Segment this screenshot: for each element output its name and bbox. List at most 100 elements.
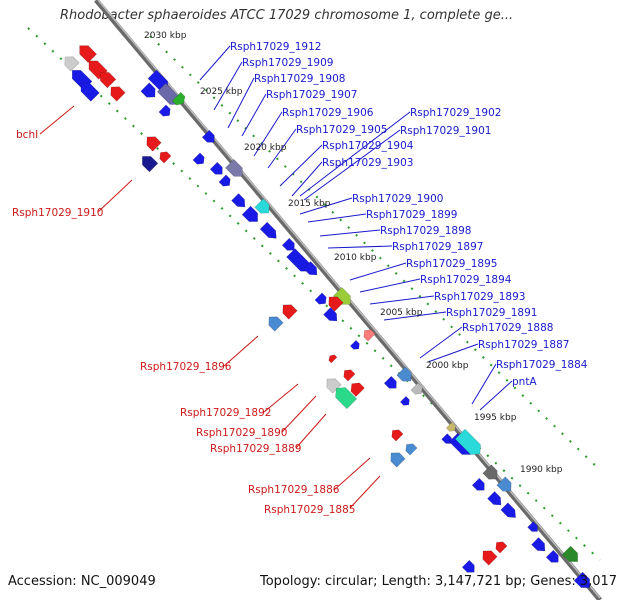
forward-gene-arrow[interactable] [201, 129, 218, 146]
forward-gene-arrow[interactable] [158, 104, 173, 119]
gene-label-forward[interactable]: Rsph17029_1893 [434, 291, 525, 303]
gene-label-forward[interactable]: Rsph17029_1908 [254, 73, 345, 85]
gene-label-reverse[interactable]: Rsph17029_1910 [12, 207, 103, 219]
forward-gene-arrow[interactable] [487, 491, 505, 509]
reverse-gene-arrow[interactable] [327, 353, 338, 364]
gene-features[interactable] [61, 41, 594, 592]
forward-gene-arrow[interactable] [323, 307, 341, 325]
forward-gene-arrow[interactable] [156, 82, 182, 108]
forward-gene-arrow[interactable] [410, 382, 425, 397]
gene-label-reverse[interactable]: Rsph17029_1890 [196, 427, 287, 439]
reverse-gene-arrow[interactable] [389, 427, 404, 442]
reverse-gene-arrow[interactable] [325, 293, 344, 312]
gene-label-forward[interactable]: Rsph17029_1902 [410, 107, 501, 119]
leader-line [39, 105, 75, 135]
forward-gene-arrow[interactable] [399, 395, 411, 407]
gene-label-forward[interactable]: Rsph17029_1905 [296, 124, 387, 136]
gene-label-forward[interactable]: Rsph17029_1891 [446, 307, 537, 319]
reverse-gene-arrow[interactable] [77, 79, 100, 102]
forward-gene-arrow[interactable] [349, 339, 361, 351]
scale-label: 2030 kbp [144, 31, 187, 41]
leader-line [349, 262, 407, 281]
forward-gene-arrow[interactable] [482, 464, 501, 483]
gene-label-reverse[interactable]: Rsph17029_1885 [264, 504, 355, 516]
forward-gene-arrow[interactable] [259, 221, 280, 242]
reverse-gene-arrow[interactable] [138, 152, 159, 173]
gene-label-forward[interactable]: Rsph17029_1904 [322, 140, 414, 152]
forward-gene-arrow[interactable] [500, 502, 519, 521]
gene-label-forward[interactable]: Rsph17029_1884 [496, 359, 588, 371]
forward-gene-arrow[interactable] [441, 433, 455, 447]
forward-gene-arrow[interactable] [445, 421, 457, 433]
gene-labels[interactable]: Rsph17029_1912Rsph17029_1909Rsph17029_19… [12, 41, 588, 516]
gene-label-forward[interactable]: Rsph17029_1887 [478, 339, 569, 351]
forward-gene-arrow[interactable] [471, 477, 488, 494]
forward-gene-arrow[interactable] [545, 549, 562, 566]
forward-gene-arrow[interactable] [303, 261, 321, 279]
forward-gene-arrow[interactable] [140, 82, 159, 101]
gene-label-reverse[interactable]: Rsph17029_1896 [140, 361, 232, 373]
forward-gene-arrow[interactable] [241, 205, 262, 226]
gene-label-forward[interactable]: pntA [512, 376, 537, 388]
reverse-gene-arrow[interactable] [323, 375, 342, 394]
forward-gene-arrow[interactable] [454, 428, 485, 459]
forward-gene-arrow[interactable] [192, 152, 207, 167]
reverse-gene-arrow[interactable] [143, 133, 162, 152]
gene-label-reverse[interactable]: Rsph17029_1886 [248, 484, 340, 496]
reverse-gene-arrow[interactable] [61, 53, 80, 72]
leader-line [241, 93, 267, 137]
forward-gene-arrow[interactable] [209, 161, 226, 178]
reverse-gene-arrow[interactable] [279, 301, 298, 320]
gene-label-reverse[interactable]: Rsph17029_1889 [210, 443, 301, 455]
forward-gene-arrow[interactable] [573, 571, 594, 592]
gene-label-forward[interactable]: Rsph17029_1888 [462, 322, 553, 334]
reverse-gene-arrow[interactable] [75, 41, 97, 63]
gene-label-forward[interactable]: Rsph17029_1909 [242, 57, 333, 69]
gene-label-forward[interactable]: Rsph17029_1906 [282, 107, 374, 119]
forward-gene-arrow[interactable] [171, 91, 188, 108]
forward-gene-arrow[interactable] [281, 237, 298, 254]
forward-gene-arrow[interactable] [461, 559, 478, 576]
forward-gene-arrow[interactable] [218, 174, 233, 189]
reverse-gene-arrow[interactable] [265, 313, 284, 332]
reverse-gene-arrow[interactable] [348, 380, 365, 397]
gene-label-reverse[interactable]: Rsph17029_1892 [180, 407, 271, 419]
forward-gene-arrow[interactable] [496, 476, 515, 495]
leader-line [263, 383, 299, 413]
reverse-gene-arrow[interactable] [107, 83, 126, 102]
forward-gene-arrow[interactable] [561, 545, 582, 566]
gene-label-forward[interactable]: Rsph17029_1895 [406, 258, 497, 270]
forward-gene-arrow[interactable] [231, 193, 249, 211]
gene-label-forward[interactable]: Rsph17029_1900 [352, 193, 443, 205]
forward-gene-arrow[interactable] [396, 366, 415, 385]
gene-label-forward[interactable]: Rsph17029_1899 [366, 209, 457, 221]
reverse-gene-arrow[interactable] [361, 327, 376, 342]
gene-label-forward[interactable]: Rsph17029_1901 [400, 125, 491, 137]
reverse-gene-arrow[interactable] [96, 68, 117, 89]
reverse-gene-arrow[interactable] [493, 539, 508, 554]
gene-label-forward[interactable]: Rsph17029_1912 [230, 41, 321, 53]
forward-gene-arrow[interactable] [531, 537, 549, 555]
leader-line [281, 395, 317, 433]
forward-gene-arrow[interactable] [314, 292, 329, 307]
gene-label-forward[interactable]: Rsph17029_1903 [322, 157, 413, 169]
gene-label-forward[interactable]: Rsph17029_1907 [266, 89, 357, 101]
topology-text: Topology: circular; Length: 3,147,721 bp… [260, 574, 617, 589]
genome-map[interactable]: Rsph17029_1912Rsph17029_1909Rsph17029_19… [0, 0, 602, 600]
forward-gene-arrow[interactable] [286, 248, 314, 276]
gene-label-forward[interactable]: Rsph17029_1894 [420, 274, 512, 286]
reverse-gene-arrow[interactable] [341, 367, 356, 382]
forward-gene-arrow[interactable] [254, 198, 273, 217]
forward-gene-arrow[interactable] [527, 521, 541, 535]
reverse-gene-arrow[interactable] [331, 383, 358, 410]
reverse-gene-arrow[interactable] [479, 547, 498, 566]
forward-gene-arrow[interactable] [383, 375, 400, 392]
forward-gene-arrow[interactable] [225, 159, 246, 180]
reverse-gene-arrow[interactable] [157, 149, 172, 164]
reverse-gene-arrow[interactable] [387, 449, 406, 468]
gene-label-forward[interactable]: Rsph17029_1898 [380, 225, 471, 237]
reverse-gene-arrow[interactable] [403, 441, 418, 456]
leader-line [295, 413, 327, 449]
gene-label-reverse[interactable]: bchI [16, 129, 38, 141]
gene-label-forward[interactable]: Rsph17029_1897 [392, 241, 483, 253]
